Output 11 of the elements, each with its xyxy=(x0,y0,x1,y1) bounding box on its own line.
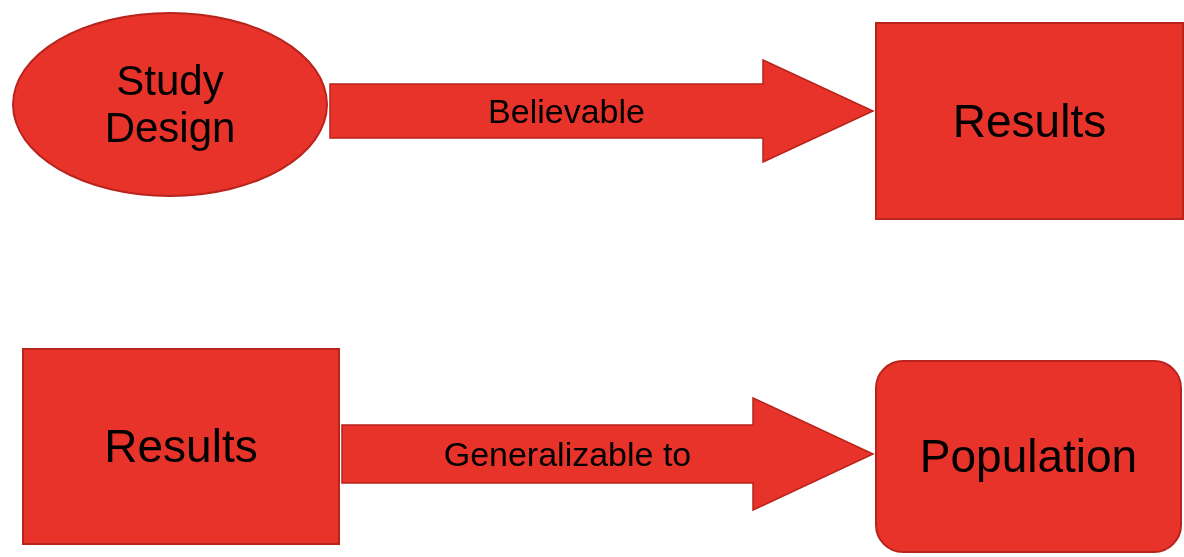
edge-label: Believable xyxy=(488,94,645,128)
process-box xyxy=(22,348,340,545)
block-arrow xyxy=(329,58,875,164)
node-label: Study Design xyxy=(103,58,237,151)
node-label: Results xyxy=(952,95,1107,147)
rounded-box xyxy=(875,360,1182,553)
process-box xyxy=(875,22,1184,220)
block-arrow xyxy=(341,396,875,512)
node-label: Population xyxy=(919,431,1138,482)
edge-label: Generalizable to xyxy=(443,437,692,471)
node-label: Results xyxy=(104,421,258,472)
